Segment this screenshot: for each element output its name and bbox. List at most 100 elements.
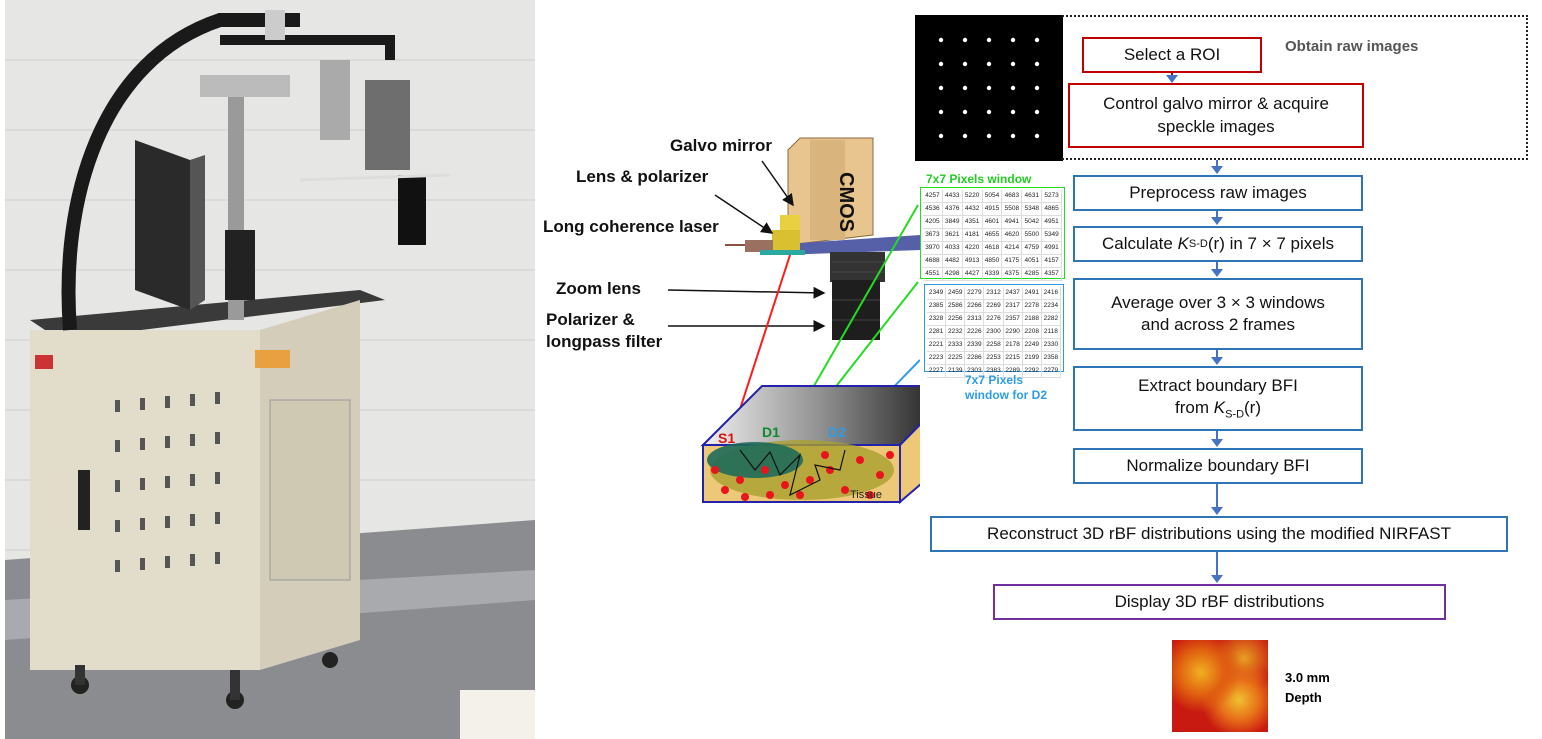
- obtain-raw-images-label: Obtain raw images: [1285, 38, 1419, 55]
- pixel-value: 4339: [982, 268, 1003, 281]
- pixel-value: 2199: [1022, 352, 1042, 365]
- step-control-galvo-line2: speckle images: [1157, 116, 1275, 136]
- obtain-raw-images-group: [1062, 15, 1528, 160]
- speckle-spot: [938, 133, 944, 139]
- pixel-value: 4427: [962, 268, 983, 281]
- pixel-value: 2266: [965, 300, 985, 313]
- pixel-value: 2437: [1003, 287, 1023, 300]
- speckle-spot: [962, 109, 968, 115]
- monitor: [135, 140, 190, 310]
- pixel-value: 2227: [927, 365, 947, 378]
- arrow: [1211, 262, 1223, 277]
- window-d2-title-line1: 7x7 Pixels: [965, 373, 1024, 387]
- pixel-value: 2249: [1022, 339, 1042, 352]
- pixel-value: 5273: [1042, 190, 1062, 203]
- galvo-mirror-label: Galvo mirror: [670, 136, 773, 155]
- pixel-value: 2225: [946, 352, 966, 365]
- pixel-value: 4951: [1042, 216, 1062, 229]
- pixel-value: 2279: [1041, 365, 1061, 378]
- pixel-value: 2221: [927, 339, 947, 352]
- speckle-spot: [938, 61, 944, 67]
- pixel-value: 2317: [1003, 300, 1023, 313]
- arrow: [1166, 73, 1178, 83]
- pixel-value: 2208: [1022, 326, 1042, 339]
- pixel-value: 5349: [1042, 229, 1062, 242]
- source-s1-label: S1: [718, 430, 735, 446]
- pixel-value: 4298: [942, 268, 963, 281]
- pixel-value: 2416: [1041, 287, 1061, 300]
- pixel-value: 2349: [927, 287, 947, 300]
- arrow: [1211, 552, 1223, 583]
- speckle-spot: [962, 85, 968, 91]
- pixel-value: 2256: [946, 313, 966, 326]
- pixel-value: 5348: [1022, 203, 1043, 216]
- pixel-value: 4432: [962, 203, 983, 216]
- pixel-value: 4601: [982, 216, 1003, 229]
- detector-d2-label: D2: [828, 424, 846, 440]
- pixel-value: 4051: [1022, 255, 1043, 268]
- pixel-value: 4033: [942, 242, 963, 255]
- laser-label: Long coherence laser: [543, 217, 719, 236]
- pixel-value: 2258: [984, 339, 1004, 352]
- pixel-value: 2491: [1022, 287, 1042, 300]
- speckle-spot: [1010, 61, 1016, 67]
- speckle-spot: [938, 37, 944, 43]
- arrow: [1211, 431, 1223, 447]
- step-extract-line2: from KS-D(r): [1175, 397, 1261, 422]
- pixel-value: 2278: [1022, 300, 1042, 313]
- setup-schematic: S1 D1 D2 Tissue CMOS: [667, 137, 920, 505]
- pixel-value: 2281: [927, 326, 947, 339]
- zoom-lens-label: Zoom lens: [556, 279, 642, 298]
- polarizer-filter-label-1: Polarizer &: [546, 310, 635, 329]
- step-reconstruct: Reconstruct 3D rBF distributions using t…: [930, 516, 1508, 552]
- step-control-galvo-line1: Control galvo mirror & acquire: [1103, 94, 1329, 114]
- pixel-value: 4655: [982, 229, 1003, 242]
- arrow: [1211, 484, 1223, 515]
- step-average-line1: Average over 3 × 3 windows: [1111, 292, 1325, 312]
- extract-suffix: (r): [1244, 398, 1261, 418]
- pixel-value: 4865: [1042, 203, 1062, 216]
- step-average: Average over 3 × 3 windows and across 2 …: [1073, 278, 1363, 350]
- pixel-value: 4759: [1022, 242, 1043, 255]
- speckle-spot: [1034, 109, 1040, 115]
- calc-prefix: Calculate: [1101, 233, 1178, 253]
- pixel-value: 4688: [923, 255, 943, 268]
- pixel-value: 2279: [965, 287, 985, 300]
- pixel-value: 2330: [1041, 339, 1061, 352]
- speckle-spot: [1010, 85, 1016, 91]
- pixel-value: 4482: [942, 255, 963, 268]
- speckle-spot: [986, 133, 992, 139]
- tissue-label: Tissue: [850, 489, 882, 501]
- speckle-spot: [986, 85, 992, 91]
- pixel-value: 5220: [962, 190, 983, 203]
- arrow: [1211, 160, 1223, 174]
- pixel-value: 2118: [1041, 326, 1061, 339]
- pixel-value: 4175: [1002, 255, 1023, 268]
- pixel-value: 2178: [1003, 339, 1023, 352]
- step-preprocess: Preprocess raw images: [1073, 175, 1363, 211]
- rbf-depth-map: [1172, 640, 1268, 732]
- window-d2-title: 7x7 Pixels window for D2: [965, 373, 1047, 403]
- pixel-value: 2234: [1041, 300, 1061, 313]
- raw-speckle-image: [915, 15, 1063, 161]
- pixel-value: 2339: [965, 339, 985, 352]
- speckle-spot: [938, 109, 944, 115]
- pixel-value: 2328: [927, 313, 947, 326]
- zoom-lens-photo: [398, 175, 426, 245]
- pixel-value: 4220: [962, 242, 983, 255]
- extract-k: K: [1213, 398, 1226, 418]
- speckle-spot: [1034, 61, 1040, 67]
- step-extract-line1: Extract boundary BFI: [1138, 376, 1298, 396]
- speckle-spot: [986, 37, 992, 43]
- pixel-value: 4913: [962, 255, 983, 268]
- speckle-spot: [1010, 109, 1016, 115]
- pixel-value: 2269: [984, 300, 1004, 313]
- device-photo: [5, 0, 535, 739]
- pixel-value: 2223: [927, 352, 947, 365]
- pixel-value: 4620: [1002, 229, 1023, 242]
- red-blood-cells: [711, 451, 894, 501]
- depth-value: 3.0 mm: [1285, 670, 1330, 685]
- speckle-spot: [962, 133, 968, 139]
- pixel-value: 2358: [1041, 352, 1061, 365]
